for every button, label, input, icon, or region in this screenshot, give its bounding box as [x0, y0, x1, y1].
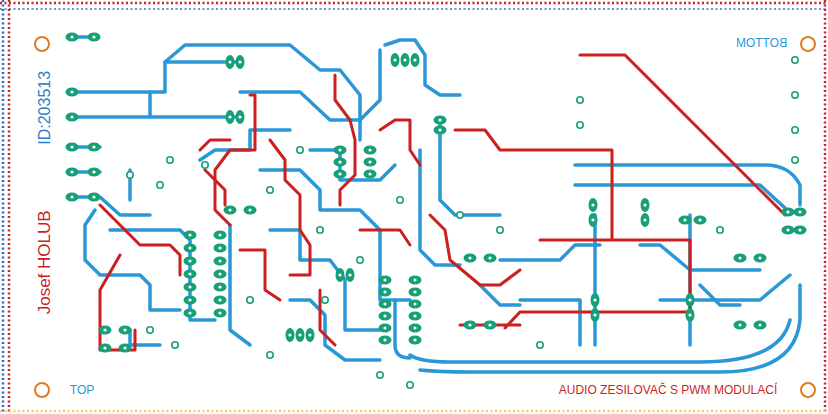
board-title: AUDIO ZESILOVAČ S PWM MODULACÍ — [557, 383, 779, 398]
layer-label: TOP — [68, 383, 96, 398]
layer-label: BOTTOM — [734, 36, 789, 51]
author-name: Josef HOLUB — [35, 208, 56, 316]
board-id: ID:203513 — [35, 69, 55, 147]
